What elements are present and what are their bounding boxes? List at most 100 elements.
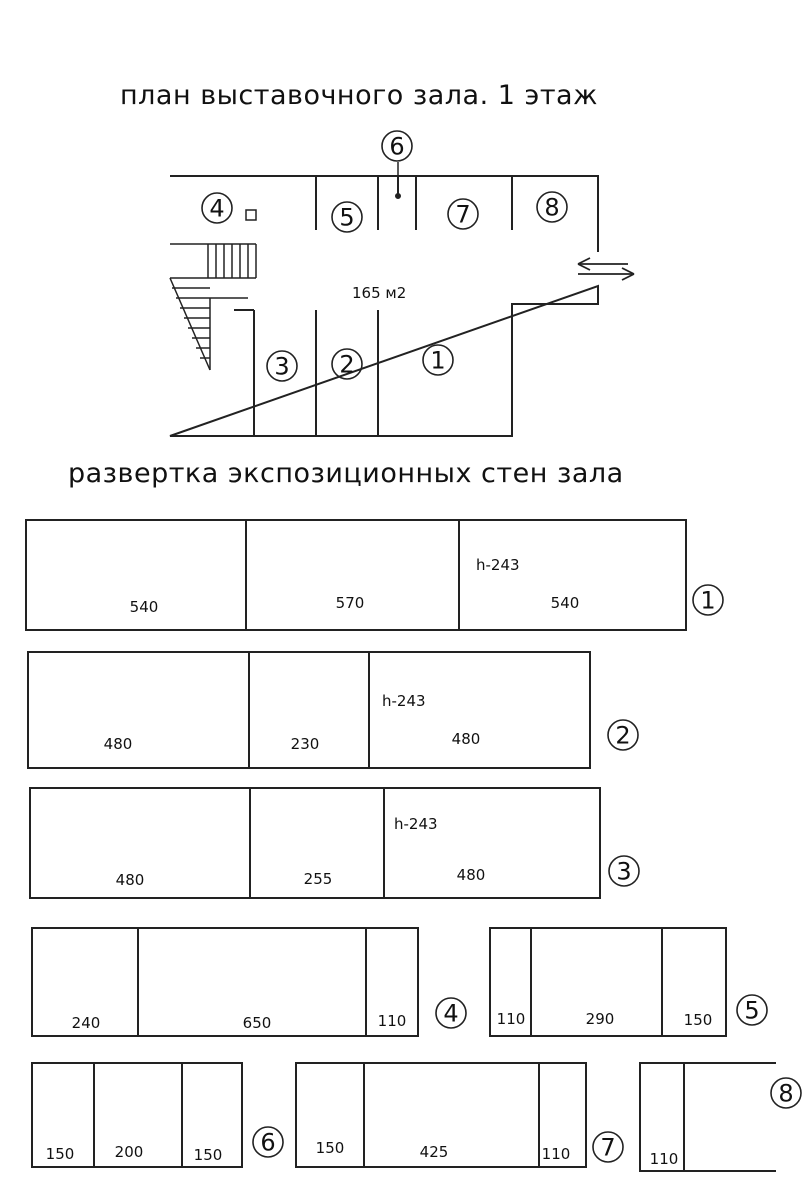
entrance-arrows [577,257,635,281]
floor-plan [169,162,635,437]
wall-5-tag-circle [736,994,768,1026]
wall-elevation-3: 480 255 480 h-243 3 [29,787,640,899]
wall-8-tag-circle [770,1077,802,1109]
wall-elevations: 540 570 540 h-243 1 480 230 480 h-243 2 480 255 480 h… [25,519,802,1172]
plan-room-label-3-circle [266,350,298,382]
wall-2-segment-length: 480 [104,735,133,753]
wall-7-tag: 7 [592,1131,624,1163]
staircase [169,243,257,371]
plan-room-label-6-circle [381,130,413,162]
plan-outer-wall [169,175,599,437]
wall-4-tag-number: 4 [443,1000,458,1028]
wall-elevation-7: 150 425 110 7 [295,1062,624,1168]
plan-room-label-2-number: 2 [339,351,354,379]
wall-4-segment-length: 650 [243,1014,272,1032]
area-label: 165 м2 [352,284,406,302]
wall-2-segment-length: 480 [452,730,481,748]
wall-4-segment-length: 240 [72,1014,101,1032]
wall-3-height-label: h-243 [394,815,438,833]
wall-4-segment-length: 110 [378,1012,407,1030]
wall-3-tag-circle [608,855,640,887]
wall-6-segment-length: 150 [46,1145,75,1163]
plan-room-label-1-number: 1 [430,347,445,375]
wall-2-tag-number: 2 [615,722,630,750]
wall-7-tag-circle [592,1131,624,1163]
wall-elevation-5: 110 290 150 5 [489,927,768,1037]
walls-section-title: развертка экспозиционных стен зала [68,458,624,489]
wall-elevation-4: 240 650 110 4 [31,927,467,1037]
plan-room-label-2-circle [331,348,363,380]
wall-6-segment-length: 150 [194,1146,223,1164]
wall-5-tag: 5 [736,994,768,1026]
wall-1-segment-length: 540 [551,594,580,612]
wall-3-segment-length: 255 [304,870,333,888]
wall-outline [25,519,687,631]
wall-3-tag-number: 3 [616,858,631,886]
wall-8-tag: 8 [770,1077,802,1109]
wall-outline [489,927,727,1037]
plan-room-label-8: 8 [536,191,568,223]
wall-outline [27,651,591,769]
plan-room-label-6: 6 [381,130,413,162]
wall-outline [639,1062,776,1172]
plan-room-label-5-circle [331,201,363,233]
wall-1-segment-length: 570 [336,594,365,612]
plan-room-label-7: 7 [447,198,479,230]
plan-room-label-8-number: 8 [544,194,559,222]
wall-6-tag-circle [252,1126,284,1158]
wall-2-tag: 2 [607,719,639,751]
plan-room-label-1-circle [422,344,454,376]
wall-2-segment-length: 230 [291,735,320,753]
plan-room-label-7-circle [447,198,479,230]
plan-room-label-4: 4 [201,192,233,224]
wall-outline [31,1062,243,1168]
wall-outline [31,927,419,1037]
wall-5-segment-length: 290 [586,1010,615,1028]
wall-3-segment-length: 480 [457,866,486,884]
wall-2-height-label: h-243 [382,692,426,710]
plan-room-labels: 1 2 3 4 5 6 7 8 [201,130,568,382]
column-square [245,209,257,221]
wall-1-tag-circle [692,584,724,616]
wall-elevation-6: 150 200 150 6 [31,1062,284,1168]
wall-1-segment-length: 540 [130,598,159,616]
wall-7-segment-length: 110 [542,1145,571,1163]
plan-room-label-2: 2 [331,348,363,380]
wall-6-tag-number: 6 [260,1129,275,1157]
wall-8-tag-number: 8 [778,1080,793,1108]
wall-8-segment-length: 110 [650,1150,679,1168]
wall-7-segment-length: 425 [420,1143,449,1161]
plan-room-label-1: 1 [422,344,454,376]
wall-elevation-8: 110 8 [639,1062,802,1172]
wall-7-tag-number: 7 [600,1134,615,1162]
wall-5-segment-length: 150 [684,1011,713,1029]
plan-room-label-7-number: 7 [455,201,470,229]
wall-elevation-2: 480 230 480 h-243 2 [27,651,639,769]
wall-3-tag: 3 [608,855,640,887]
wall-4-tag-circle [435,997,467,1029]
plan-room-label-3-number: 3 [274,353,289,381]
wall-outline [29,787,601,899]
wall-7-segment-length: 150 [316,1139,345,1157]
wall-5-tag-number: 5 [744,997,759,1025]
plan-room-label-3: 3 [266,350,298,382]
wall-5-segment-length: 110 [497,1010,526,1028]
wall-elevation-1: 540 570 540 h-243 1 [25,519,724,631]
partition-6-dot [395,193,401,199]
wall-1-height-label: h-243 [476,556,520,574]
plan-room-label-4-number: 4 [209,195,224,223]
wall-6-segment-length: 200 [115,1143,144,1161]
wall-2-tag-circle [607,719,639,751]
wall-outline [295,1062,587,1168]
wall-4-tag: 4 [435,997,467,1029]
plan-room-label-5: 5 [331,201,363,233]
plan-room-label-6-number: 6 [389,133,404,161]
plan-room-label-8-circle [536,191,568,223]
plan-title: план выставочного зала. 1 этаж [120,80,598,111]
wall-1-tag: 1 [692,584,724,616]
plan-room-label-4-circle [201,192,233,224]
wall-1-tag-number: 1 [700,587,715,615]
plan-room-label-5-number: 5 [339,204,354,232]
wall-3-segment-length: 480 [116,871,145,889]
